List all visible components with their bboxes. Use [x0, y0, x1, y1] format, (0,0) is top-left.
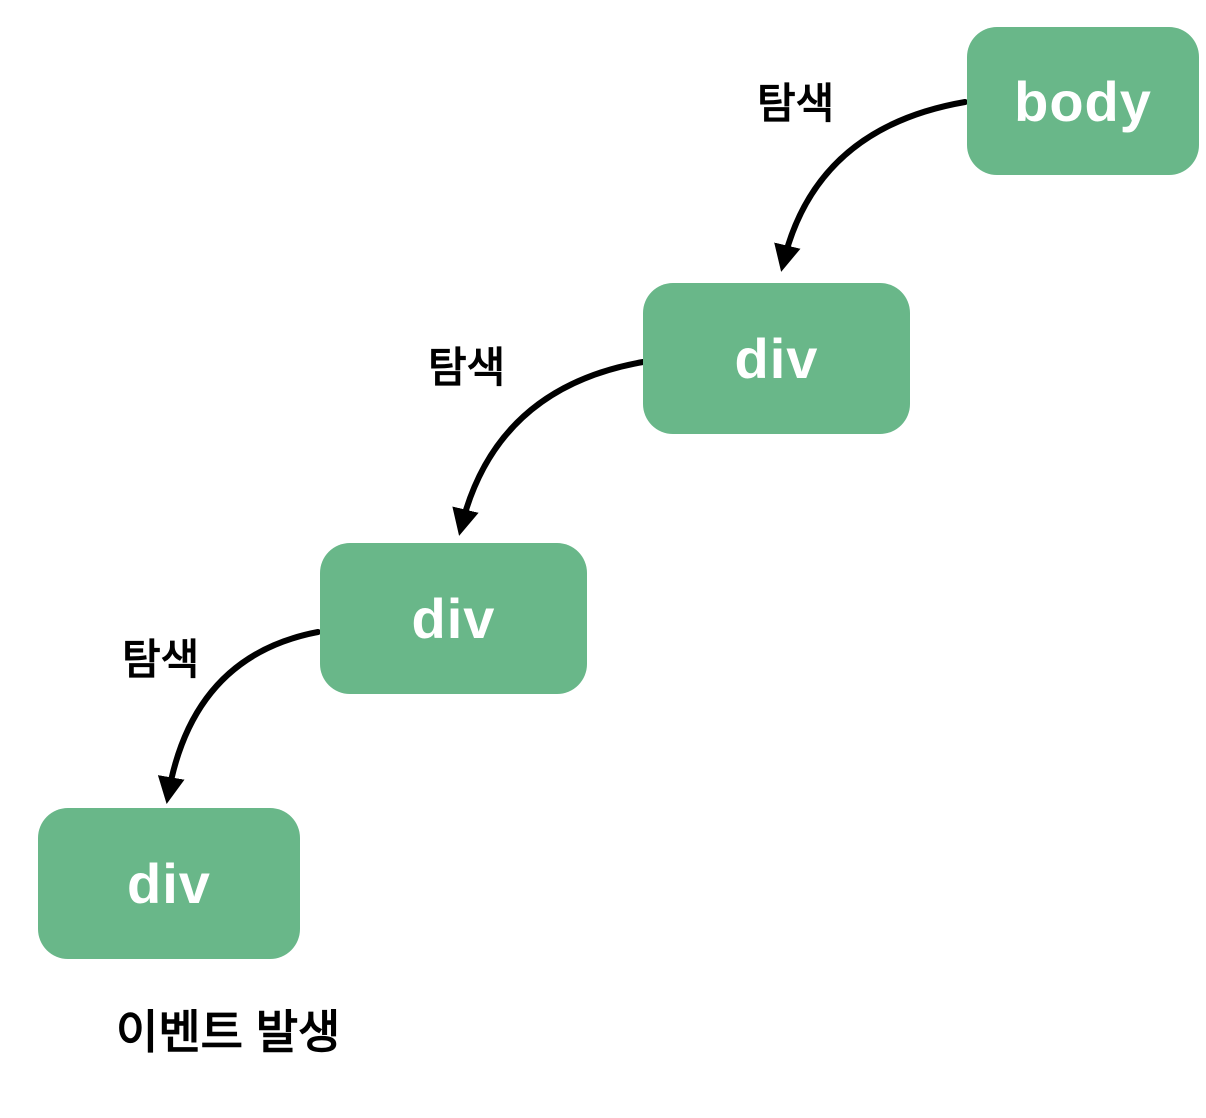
node-body-label: body [1014, 69, 1152, 133]
node-body: body [967, 27, 1199, 175]
edge-label-div1-div2: 탐색 [428, 344, 506, 391]
edge-label-body-div1: 탐색 [757, 80, 835, 127]
event-origin-caption: 이벤트 발생 [116, 1006, 341, 1058]
node-div-2-label: div [411, 587, 496, 650]
node-div-1-label: div [734, 327, 819, 390]
node-div-3-label: div [127, 852, 211, 915]
node-div-3: div [38, 808, 300, 959]
node-div-2: div [320, 543, 587, 694]
node-div-1: div [643, 283, 910, 434]
edge-label-div2-div3: 탐색 [122, 636, 200, 683]
